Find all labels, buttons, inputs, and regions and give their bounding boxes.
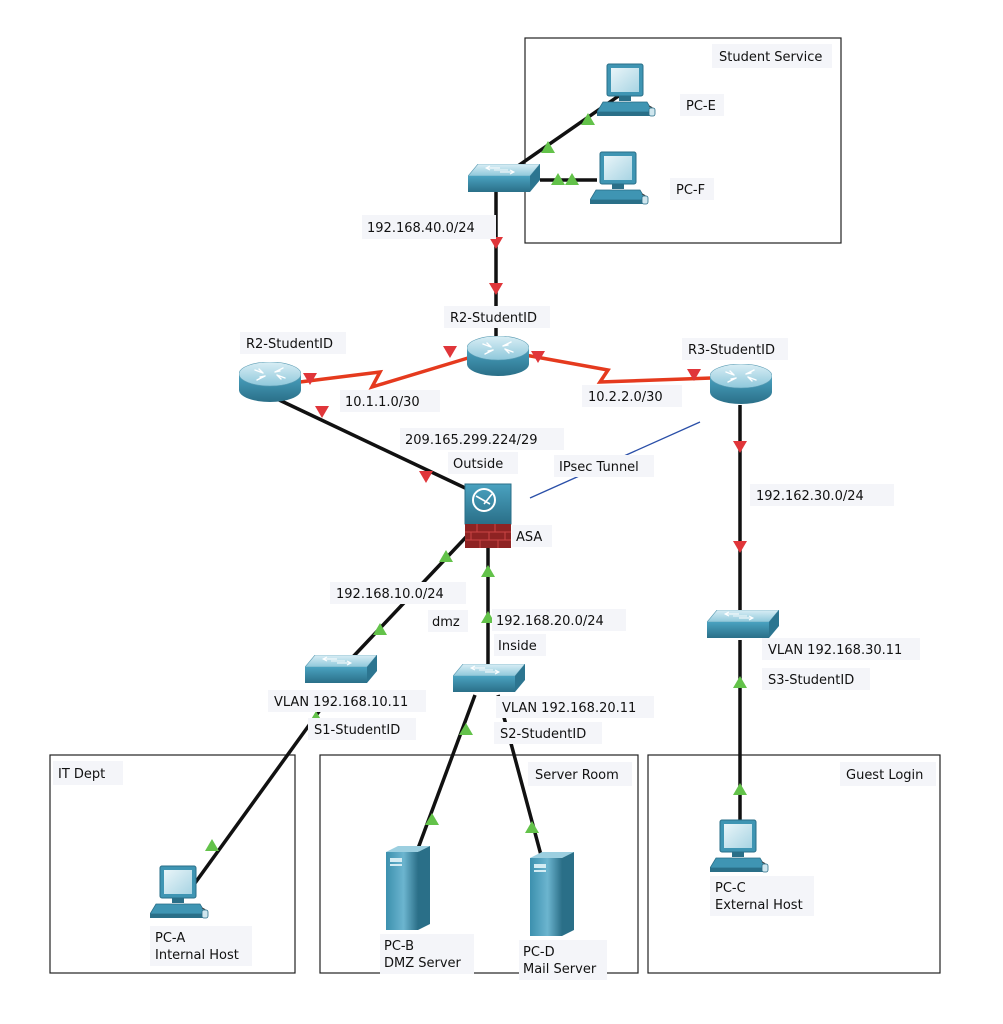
router-r3-icon[interactable]	[710, 364, 772, 404]
label-dmz: dmz	[432, 615, 460, 630]
pc-e-icon[interactable]	[597, 63, 656, 117]
zone-student-service: Student Service	[524, 37, 842, 244]
router-r2-icon[interactable]	[467, 336, 529, 376]
label-pc-d-name: PC-D	[523, 945, 555, 960]
switch-s1-icon[interactable]	[305, 655, 377, 684]
link-up-indicator	[525, 821, 539, 833]
label-net-209-165: 209.165.299.224/29	[405, 433, 538, 448]
server-pc-d-icon[interactable]	[530, 852, 574, 936]
link-down-indicator	[419, 471, 433, 483]
serial-link-r2-left-r2[interactable]	[299, 356, 469, 390]
label-pc-c-name: PC-C	[715, 881, 746, 896]
device-labels: PC-E PC-F R2-StudentID R2-StudentID R3-S…	[150, 94, 920, 980]
label-net-192-162-30: 192.162.30.0/24	[756, 489, 864, 504]
label-s3-name: S3-StudentID	[768, 673, 854, 688]
label-pc-b-desc: DMZ Server	[384, 956, 462, 971]
pc-a-icon[interactable]	[150, 865, 209, 919]
switch-s2-icon[interactable]	[453, 664, 525, 693]
link-up-indicator	[733, 676, 747, 688]
link-up-indicator	[733, 783, 747, 795]
label-r3: R3-StudentID	[688, 343, 775, 358]
asa-firewall-icon[interactable]	[464, 483, 512, 548]
zone-guest-login: Guest Login	[647, 754, 941, 974]
link-down-indicator	[443, 346, 457, 358]
network-labels: 192.168.40.0/24 10.1.1.0/30 10.2.2.0/30 …	[330, 215, 894, 656]
label-pc-f: PC-F	[676, 183, 705, 198]
switch-s3-icon[interactable]	[707, 610, 779, 639]
zone-it-dept: IT Dept	[49, 754, 296, 974]
pc-c-icon[interactable]	[710, 819, 769, 873]
label-s2-name: S2-StudentID	[500, 727, 586, 742]
label-asa: ASA	[516, 530, 542, 545]
label-s3-vlan: VLAN 192.168.30.11	[768, 643, 902, 658]
serial-links	[299, 353, 713, 390]
label-s2-vlan: VLAN 192.168.20.11	[502, 701, 636, 716]
label-pc-a-desc: Internal Host	[155, 948, 239, 963]
zone-label-guest-login: Guest Login	[846, 768, 923, 783]
label-s1-name: S1-StudentID	[314, 723, 400, 738]
link-s1-pc-a[interactable]	[188, 708, 322, 892]
label-pc-b-name: PC-B	[384, 939, 414, 954]
pc-f-icon[interactable]	[590, 151, 649, 205]
link-r2-left-asa[interactable]	[274, 396, 481, 497]
label-net-10-1-1: 10.1.1.0/30	[345, 395, 420, 410]
label-net-10-2-2: 10.2.2.0/30	[588, 390, 663, 405]
label-ipsec-tunnel: IPsec Tunnel	[559, 460, 639, 475]
link-s2-pc-b[interactable]	[408, 694, 477, 871]
label-net-192-168-20: 192.168.20.0/24	[496, 614, 604, 629]
link-down-indicator	[489, 283, 503, 295]
label-r2-top: R2-StudentID	[450, 311, 537, 326]
link-up-indicator	[481, 565, 495, 577]
label-r2-left: R2-StudentID	[246, 337, 333, 352]
server-pc-b-icon[interactable]	[386, 846, 430, 930]
label-outside: Outside	[453, 457, 503, 472]
router-r2-left-icon[interactable]	[239, 362, 301, 402]
serial-link-r2-r3[interactable]	[524, 353, 713, 384]
label-net-192-168-40: 192.168.40.0/24	[367, 221, 475, 236]
zone-label-student-service: Student Service	[719, 50, 822, 65]
label-pc-d-desc: Mail Server	[523, 962, 597, 977]
switch-icon[interactable]	[468, 164, 540, 193]
label-pc-e: PC-E	[686, 99, 716, 114]
link-down-indicator	[733, 441, 747, 453]
zone-server-room: Server Room	[319, 754, 639, 974]
link-down-indicator	[733, 541, 747, 553]
label-inside: Inside	[498, 639, 537, 654]
label-net-192-168-10: 192.168.10.0/24	[336, 587, 444, 602]
link-up-indicator	[205, 839, 219, 851]
zone-label-server-room: Server Room	[535, 768, 619, 783]
label-pc-a-name: PC-A	[155, 931, 185, 946]
label-s1-vlan: VLAN 192.168.10.11	[274, 695, 408, 710]
label-pc-c-desc: External Host	[715, 898, 803, 913]
zone-label-it-dept: IT Dept	[58, 767, 105, 782]
